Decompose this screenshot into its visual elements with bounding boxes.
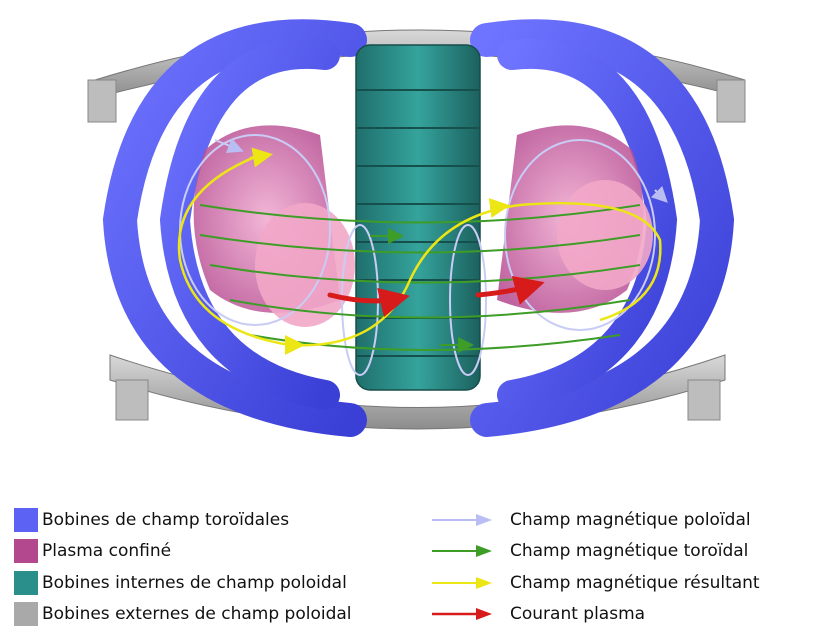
legend-item-resultant-field: Champ magnétique résultant	[430, 571, 760, 595]
inner-poloidal-coils-swatch	[14, 571, 38, 595]
toroidal-coils-swatch	[14, 508, 38, 532]
tokamak-diagram	[0, 0, 837, 470]
legend-item-poloidal-field: Champ magnétique poloïdal	[430, 508, 751, 532]
legend-label: Champ magnétique toroïdal	[510, 541, 748, 561]
legend-label: Plasma confiné	[42, 541, 171, 561]
legend-label: Bobines internes de champ poloidal	[42, 573, 347, 593]
legend-item-inner-poloidal-coils: Bobines internes de champ poloidal	[14, 571, 347, 595]
legend-label: Bobines de champ toroïdales	[42, 510, 289, 530]
plasma-swatch	[14, 539, 38, 563]
poloidal-field-arrow-icon	[430, 513, 494, 527]
resultant-field-arrow-icon	[430, 576, 494, 590]
legend-item-toroidal-field: Champ magnétique toroïdal	[430, 539, 748, 563]
legend-item-toroidal-coils: Bobines de champ toroïdales	[14, 508, 289, 532]
legend-item-outer-poloidal-coils: Bobines externes de champ poloidal	[14, 602, 352, 626]
legend-label: Courant plasma	[510, 604, 645, 624]
legend-label: Bobines externes de champ poloidal	[42, 604, 352, 624]
plasma-current-arrow-icon	[430, 607, 494, 621]
toroidal-field-arrow-icon	[430, 544, 494, 558]
legend-item-plasma: Plasma confiné	[14, 539, 171, 563]
legend-item-plasma-current: Courant plasma	[430, 602, 645, 626]
legend-label: Champ magnétique poloïdal	[510, 510, 751, 530]
legend-label: Champ magnétique résultant	[510, 573, 760, 593]
outer-poloidal-coils-swatch	[14, 602, 38, 626]
